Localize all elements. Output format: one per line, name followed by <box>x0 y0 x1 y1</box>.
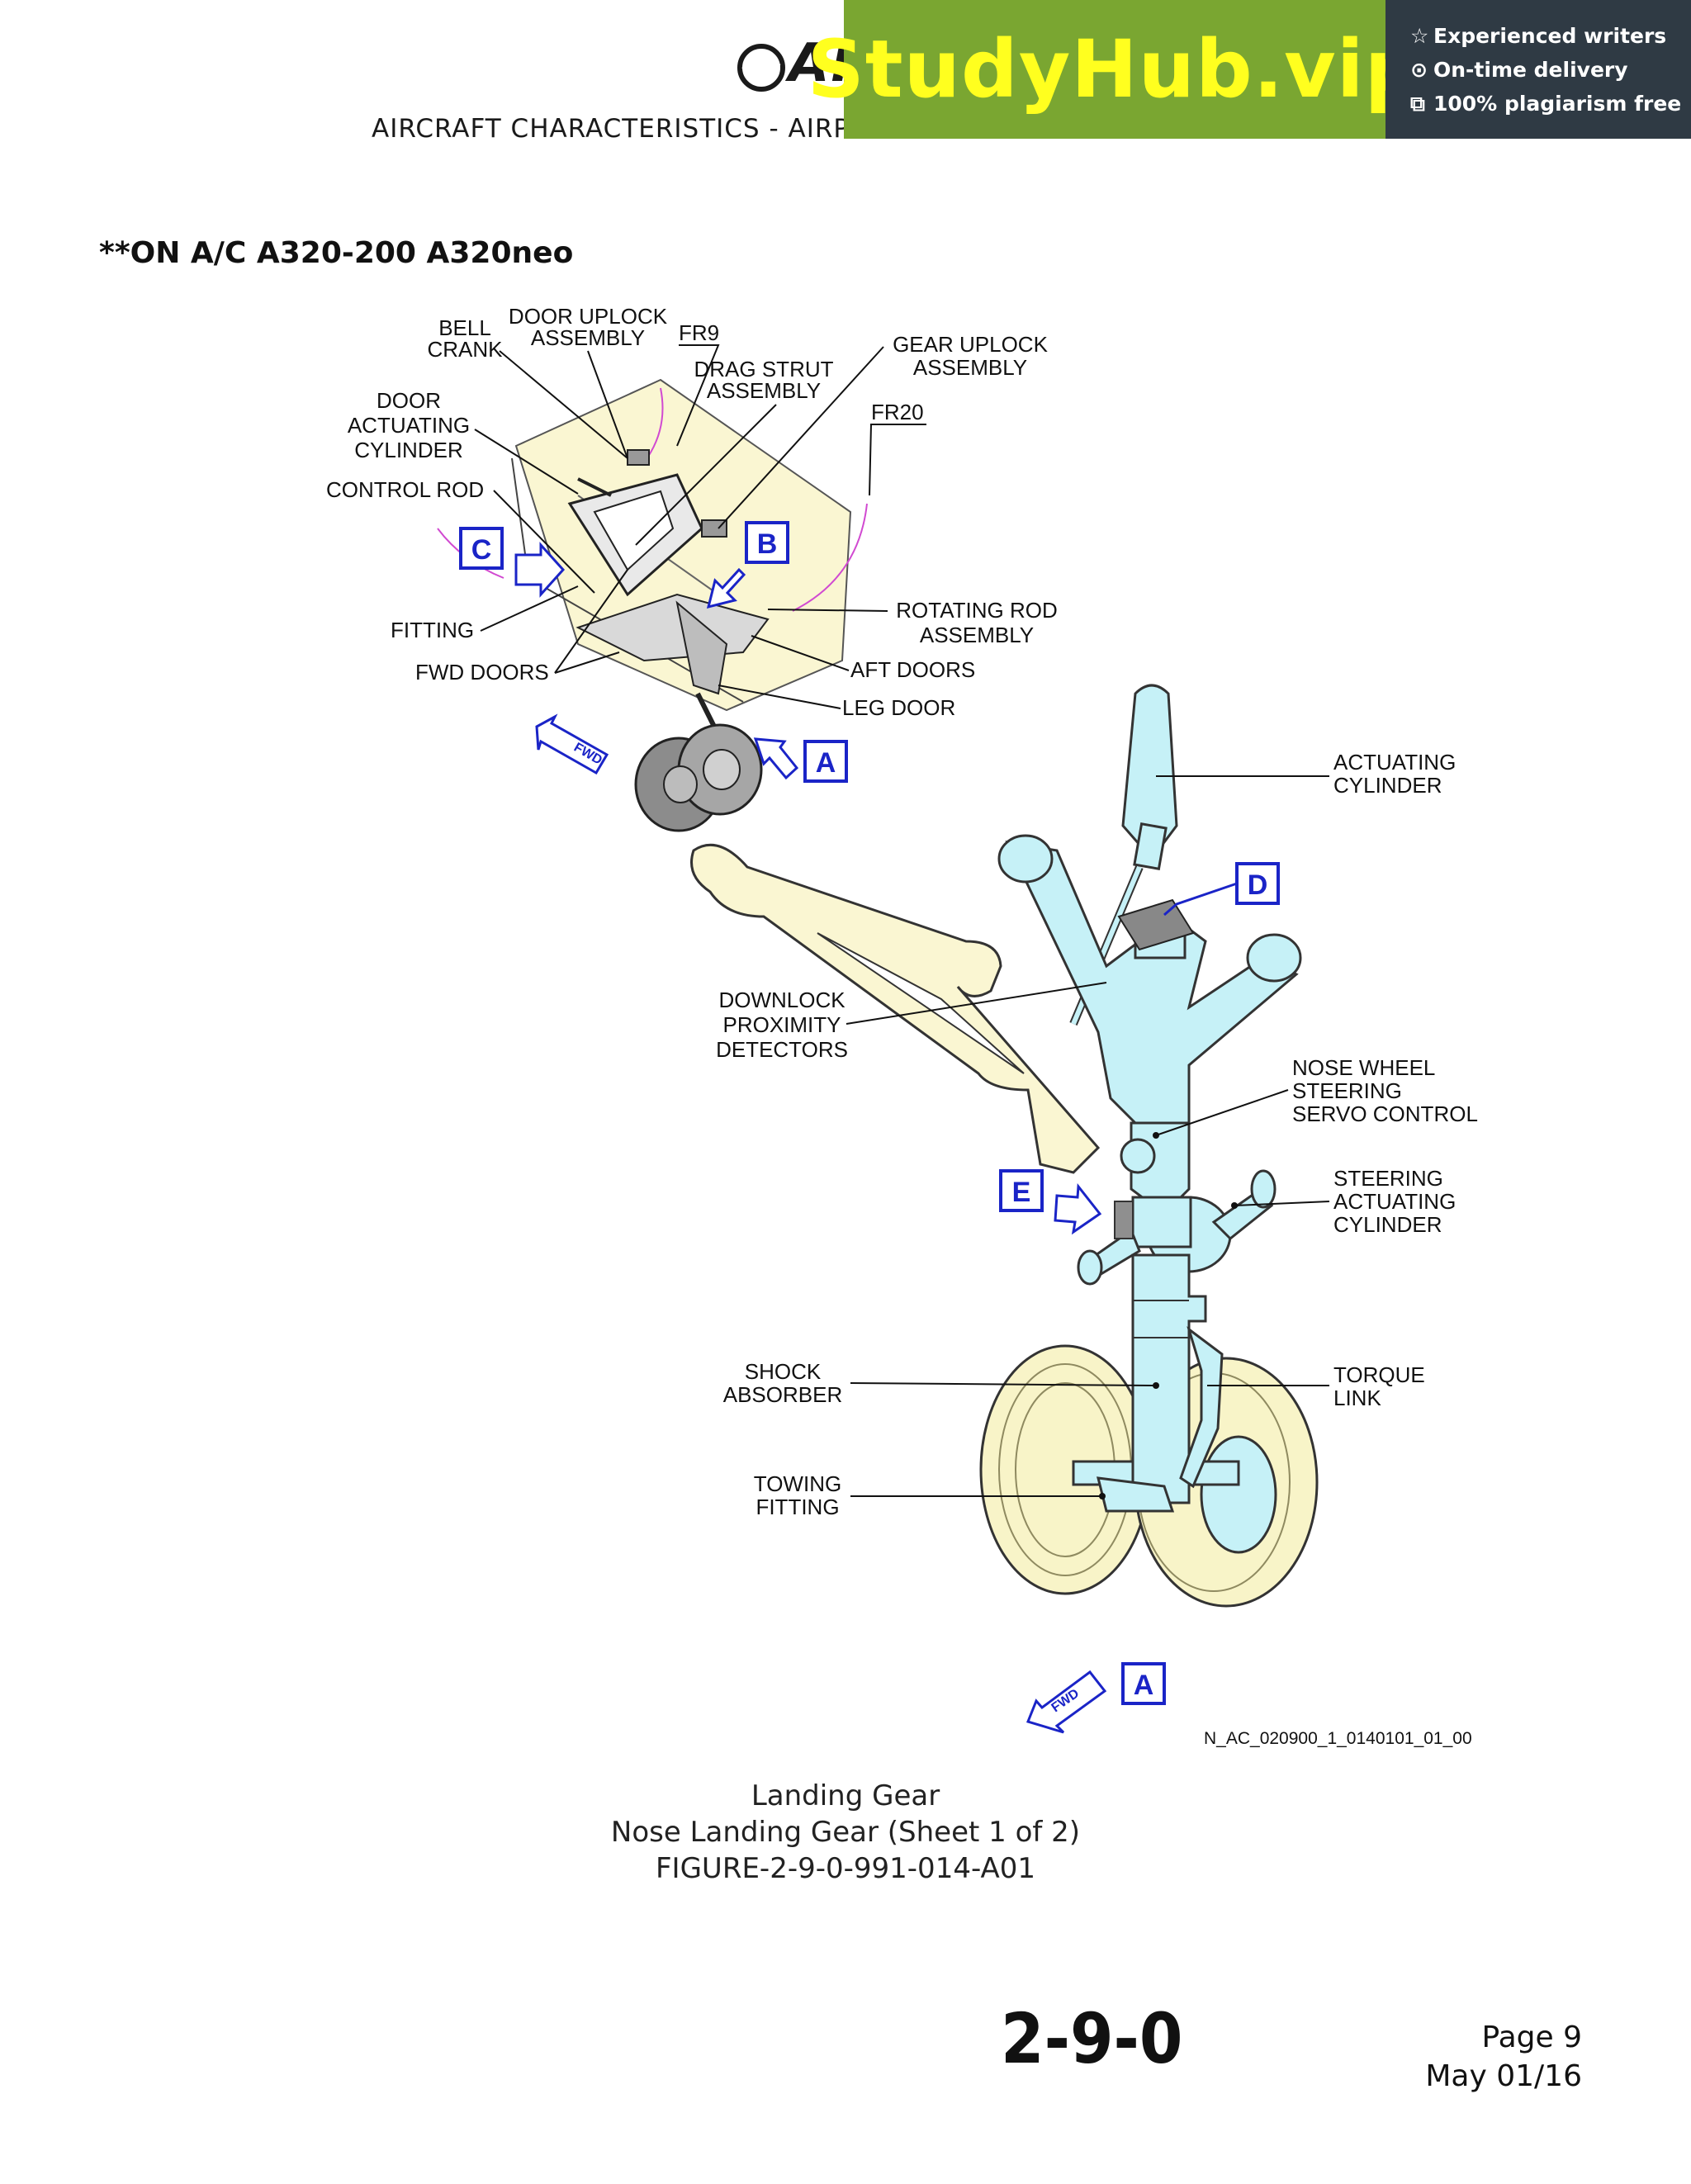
label-leg-door: LEG DOOR <box>842 695 955 720</box>
arrow-e-icon <box>1054 1183 1102 1235</box>
feature-item: ⧉100% plagiarism free <box>1410 87 1691 121</box>
svg-text:D: D <box>1248 869 1268 901</box>
label-drag-strut-1: DRAG STRUT <box>694 357 834 381</box>
figure-caption-line3: FIGURE-2-9-0-991-014-A01 <box>656 1852 1035 1885</box>
arrow-c-icon <box>514 542 566 598</box>
label-steering-cylinder-3: CYLINDER <box>1333 1212 1442 1237</box>
fwd-arrow-icon <box>1025 1670 1107 1734</box>
label-door-uplock-1: DOOR UPLOCK <box>509 304 668 329</box>
callout-a-lower: A <box>1121 1662 1166 1705</box>
nose-gear-detail <box>690 684 1319 1608</box>
label-downlock-2: PROXIMITY <box>722 1012 841 1037</box>
callout-a-upper: A <box>753 737 848 783</box>
revision-date: May 01/16 <box>1425 2059 1582 2093</box>
airbus-swirl-icon <box>737 44 785 92</box>
callout-e: E <box>999 1169 1102 1235</box>
label-steering-servo-3: SERVO CONTROL <box>1292 1101 1478 1126</box>
fwd-marker-lower: FWD <box>1025 1670 1107 1734</box>
label-bell-crank-1: BELL <box>438 315 491 340</box>
label-steering-cylinder-2: ACTUATING <box>1333 1189 1456 1214</box>
label-downlock-3: DETECTORS <box>716 1037 848 1062</box>
label-torque-link-2: LINK <box>1333 1386 1381 1410</box>
label-fitting: FITTING <box>391 618 474 642</box>
svg-text:B: B <box>757 528 778 560</box>
arrow-a-icon <box>753 737 799 780</box>
wheel-bay-view <box>437 378 868 832</box>
copy-icon: ⧉ <box>1410 91 1425 116</box>
label-door-actuating-cylinder-3: CYLINDER <box>354 438 462 462</box>
label-actuating-cylinder-1: ACTUATING <box>1333 750 1456 775</box>
label-bell-crank-2: CRANK <box>427 337 503 362</box>
section-number: 2-9-0 <box>1001 1998 1183 2079</box>
feature-item: ☆Experienced writers <box>1410 19 1691 53</box>
fwd-arrow-icon <box>535 713 609 775</box>
label-steering-cylinder-1: STEERING <box>1333 1166 1443 1191</box>
label-shock-absorber-1: SHOCK <box>745 1359 822 1384</box>
label-towing-fitting-1: TOWING <box>754 1471 841 1496</box>
feature-item: ⊙On-time delivery <box>1410 53 1691 87</box>
callout-d: D <box>1163 862 1280 917</box>
label-aft-doors: AFT DOORS <box>850 657 975 682</box>
label-towing-fitting-2: FITTING <box>756 1495 839 1519</box>
upper-labels: BELL CRANK DOOR UPLOCK ASSEMBLY FR9 DRAG… <box>326 304 1058 720</box>
arrow-b-icon <box>706 567 746 609</box>
label-actuating-cylinder-2: CYLINDER <box>1333 773 1442 798</box>
label-door-actuating-cylinder-2: ACTUATING <box>348 413 470 438</box>
label-fwd-doors: FWD DOORS <box>415 660 549 685</box>
label-steering-servo-2: STEERING <box>1292 1078 1402 1103</box>
label-rotating-rod-2: ASSEMBLY <box>920 623 1034 647</box>
label-fr20: FR20 <box>871 400 924 424</box>
banner-brand[interactable]: StudyHub.vip <box>807 23 1423 116</box>
clock-icon: ⊙ <box>1410 57 1428 82</box>
page-number: Page 9 <box>1481 2021 1583 2054</box>
label-gear-uplock-2: ASSEMBLY <box>913 355 1027 380</box>
drawing-code: N_AC_020900_1_0140101_01_00 <box>1204 1729 1472 1748</box>
star-icon: ☆ <box>1410 23 1429 48</box>
callout-c: C <box>459 527 566 598</box>
figure-caption-line2: Nose Landing Gear (Sheet 1 of 2) <box>610 1816 1081 1849</box>
svg-text:A: A <box>816 747 836 779</box>
label-steering-servo-1: NOSE WHEEL <box>1292 1055 1435 1080</box>
applicability-note: **ON A/C A320-200 A320neo <box>99 236 574 270</box>
callout-b: B <box>706 521 789 609</box>
label-drag-strut-2: ASSEMBLY <box>707 378 821 403</box>
label-door-actuating-cylinder-1: DOOR <box>377 388 441 413</box>
svg-text:E: E <box>1012 1177 1031 1208</box>
label-fr9: FR9 <box>679 320 719 345</box>
lower-labels: ACTUATING CYLINDER DOWNLOCK PROXIMITY DE… <box>716 750 1478 1519</box>
svg-text:C: C <box>471 534 492 566</box>
label-shock-absorber-2: ABSORBER <box>723 1382 843 1407</box>
svg-text:A: A <box>1134 1670 1154 1701</box>
ad-banner[interactable]: StudyHub.vip ☆Experienced writers ⊙On-ti… <box>808 0 1691 139</box>
label-control-rod: CONTROL ROD <box>326 477 484 502</box>
label-door-uplock-2: ASSEMBLY <box>531 325 645 350</box>
label-gear-uplock-1: GEAR UPLOCK <box>893 332 1048 357</box>
label-downlock-1: DOWNLOCK <box>718 988 846 1012</box>
label-rotating-rod-1: ROTATING ROD <box>896 598 1057 623</box>
banner-brand-area[interactable]: StudyHub.vip <box>808 0 1421 139</box>
banner-features: ☆Experienced writers ⊙On-time delivery ⧉… <box>1385 0 1691 139</box>
label-torque-link-1: TORQUE <box>1333 1362 1425 1387</box>
fwd-marker-upper: FWD <box>535 713 609 775</box>
figure-caption-line1: Landing Gear <box>751 1779 940 1812</box>
